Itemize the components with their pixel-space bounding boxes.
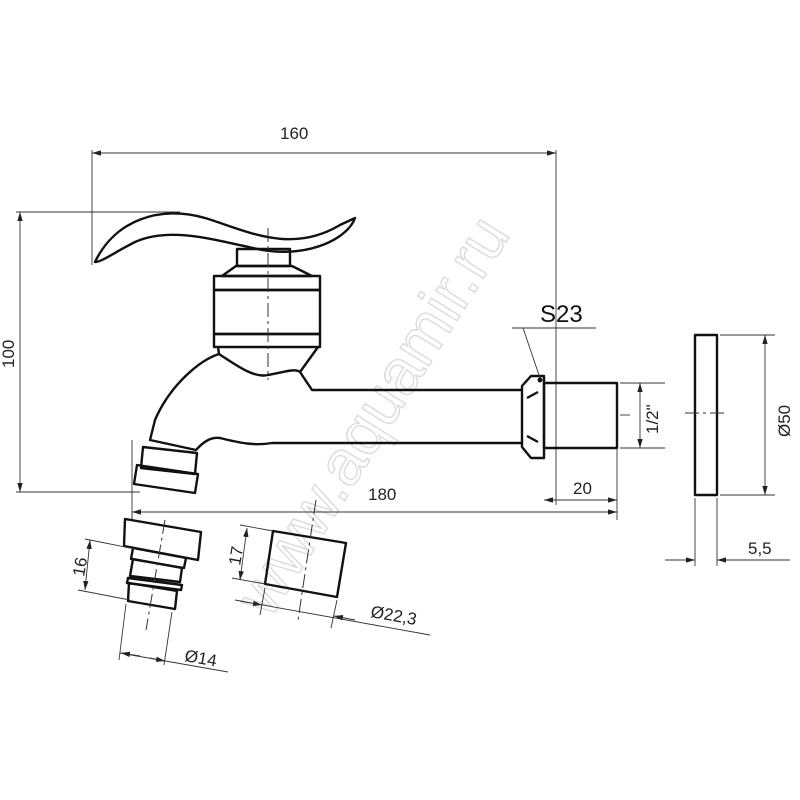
dim-180-label: 180 [368,485,396,504]
thread-connector [542,381,619,450]
flange: Ø50 5,5 [665,333,794,566]
dim-100-label: 100 [0,340,18,368]
dim-20-label: 20 [573,479,592,498]
dim-5-5-label: 5,5 [748,539,772,558]
lever-handle [93,212,357,264]
dimension-height: 100 [0,211,180,493]
dimension-total-width: 160 [91,124,557,505]
dim-17-label: 17 [225,545,247,567]
faucet-body [93,212,630,495]
dim-16-label: 16 [69,556,91,578]
aerator-part: 16 Ø14 [69,517,229,673]
cap-part: 17 Ø22,3 [225,499,431,636]
dim-thread-label: 1/2" [643,404,662,434]
s23-label: S23 [540,301,583,328]
dimension-length: 180 20 [131,440,618,520]
dimension-thread: 1/2" [620,382,665,449]
dimension-wrench: S23 [512,301,596,383]
dim-160-label: 160 [280,124,308,143]
hex-nut [520,374,546,460]
dim-14-label: Ø14 [183,646,218,670]
dim-50-label: Ø50 [775,405,794,437]
